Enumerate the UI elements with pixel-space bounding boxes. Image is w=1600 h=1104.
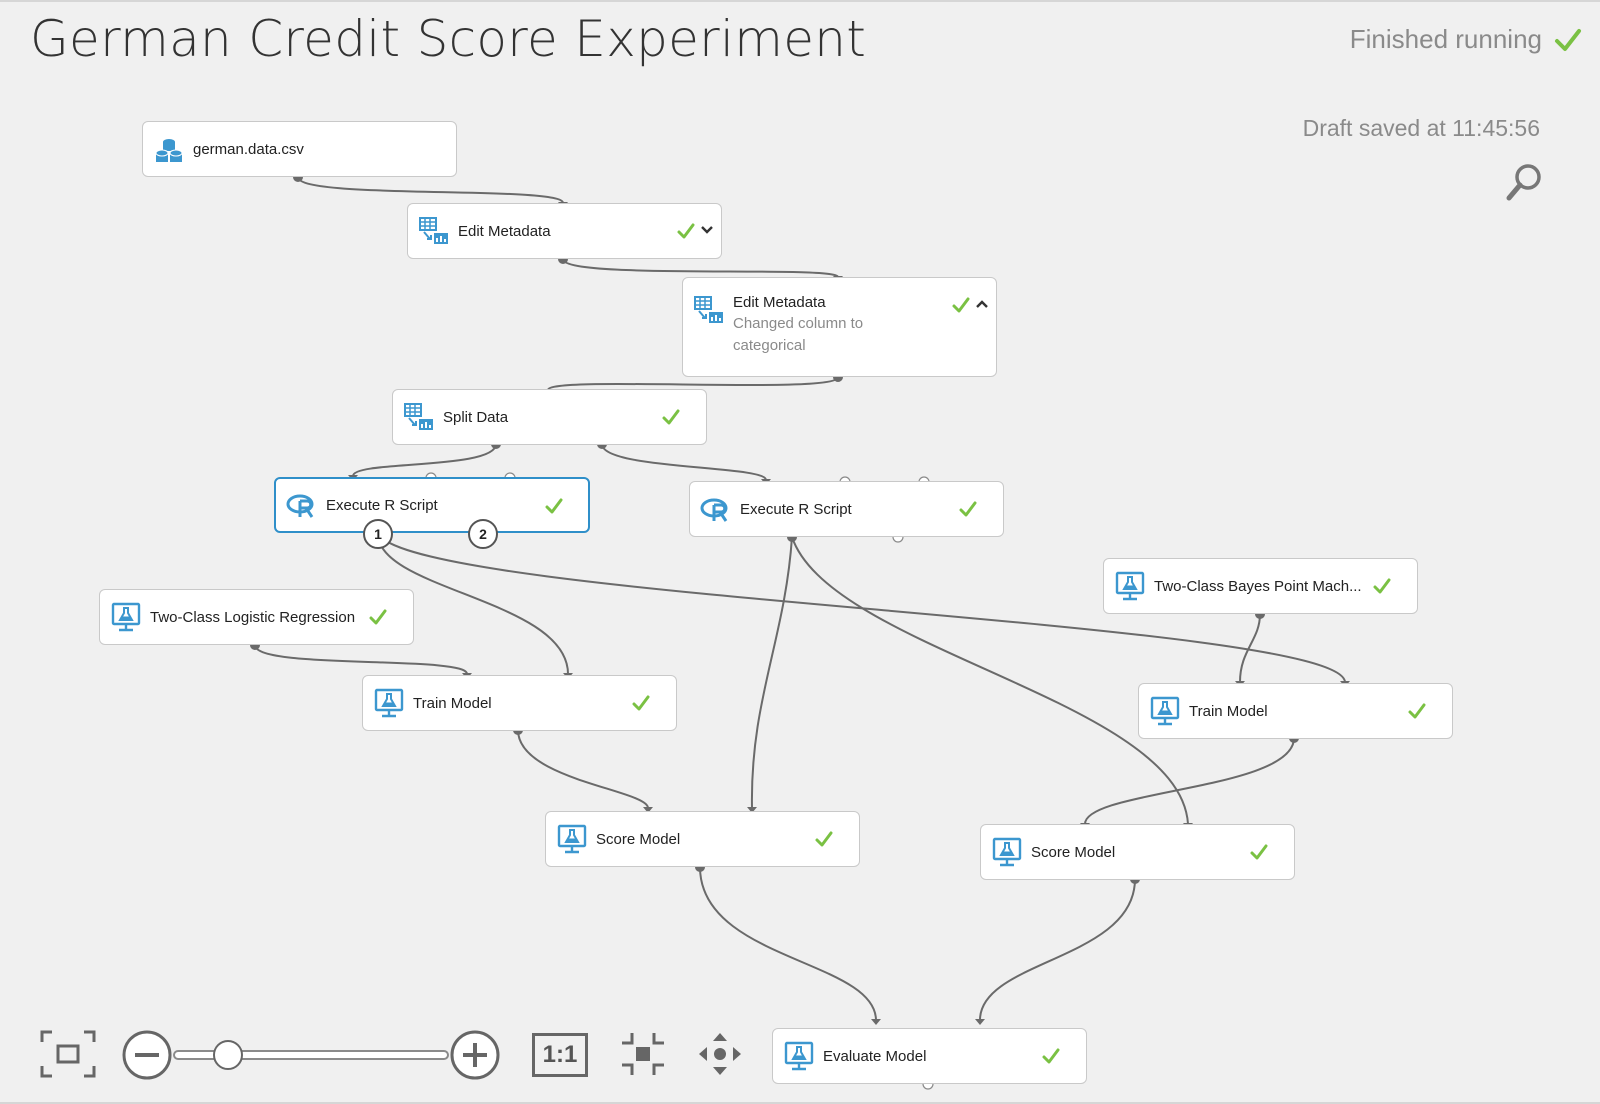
check-icon bbox=[1408, 703, 1426, 719]
node-label: Evaluate Model bbox=[823, 1047, 927, 1065]
fit-screen-icon[interactable] bbox=[40, 1030, 96, 1078]
node-two-class-logistic-regression[interactable]: Two-Class Logistic Regression bbox=[99, 589, 414, 645]
metadata-icon bbox=[418, 215, 450, 247]
node-label: Split Data bbox=[443, 408, 509, 426]
node-label: Two-Class Logistic Regression bbox=[150, 608, 356, 626]
node-label: Score Model bbox=[596, 830, 681, 848]
node-label: Edit Metadata bbox=[458, 222, 551, 240]
check-icon bbox=[632, 695, 650, 711]
node-label: Edit Metadata bbox=[733, 294, 826, 311]
node-two-class-bayes-point-machine[interactable]: Two-Class Bayes Point Mach... bbox=[1103, 558, 1418, 614]
r-icon bbox=[286, 489, 318, 521]
node-dataset[interactable]: german.data.csv bbox=[142, 121, 457, 177]
check-icon bbox=[1250, 844, 1268, 860]
dataset-icon bbox=[153, 133, 185, 165]
pan-icon[interactable] bbox=[697, 1031, 743, 1077]
node-label: german.data.csv bbox=[193, 140, 304, 158]
model-icon bbox=[373, 687, 405, 719]
chevron-up-icon[interactable] bbox=[975, 297, 989, 311]
metadata-icon bbox=[693, 294, 725, 326]
node-score-model-2[interactable]: Score Model bbox=[980, 824, 1295, 880]
model-icon bbox=[556, 823, 588, 855]
run-status-text: Finished running bbox=[1349, 24, 1542, 54]
check-icon bbox=[662, 409, 680, 425]
model-icon bbox=[991, 836, 1023, 868]
check-icon bbox=[815, 831, 833, 847]
node-score-model-1[interactable]: Score Model bbox=[545, 811, 860, 867]
node-label: Execute R Script bbox=[326, 496, 438, 514]
model-icon bbox=[1114, 570, 1146, 602]
node-label: Two-Class Bayes Point Mach... bbox=[1154, 577, 1362, 595]
zoom-control bbox=[121, 1029, 501, 1081]
zoom-out-icon[interactable] bbox=[121, 1029, 173, 1081]
model-icon bbox=[1149, 695, 1181, 727]
node-label: Train Model bbox=[1189, 702, 1268, 720]
output-port-2[interactable]: 2 bbox=[468, 519, 498, 549]
node-description: Changed column to categorical bbox=[733, 315, 864, 354]
check-icon bbox=[369, 609, 387, 625]
node-label: Score Model bbox=[1031, 843, 1116, 861]
node-label: Train Model bbox=[413, 694, 492, 712]
node-split-data[interactable]: Split Data bbox=[392, 389, 707, 445]
node-train-model-1[interactable]: Train Model bbox=[362, 675, 677, 731]
node-edit-metadata-2[interactable]: Edit Metadata Changed column to categori… bbox=[682, 277, 997, 377]
node-execute-r-script-2[interactable]: Execute R Script bbox=[689, 481, 1004, 537]
r-icon bbox=[700, 493, 732, 525]
node-evaluate-model[interactable]: Evaluate Model bbox=[772, 1028, 1087, 1084]
node-train-model-2[interactable]: Train Model bbox=[1138, 683, 1453, 739]
zoom-in-icon[interactable] bbox=[449, 1029, 501, 1081]
chevron-down-icon[interactable] bbox=[700, 223, 714, 237]
actual-size-button[interactable]: 1:1 bbox=[532, 1033, 588, 1077]
node-label: Execute R Script bbox=[740, 500, 852, 518]
center-icon[interactable] bbox=[620, 1031, 666, 1077]
draft-status: Draft saved at 11:45:56 bbox=[1302, 115, 1540, 141]
zoom-slider-thumb[interactable] bbox=[213, 1040, 244, 1070]
zoom-slider-track[interactable] bbox=[173, 1050, 449, 1060]
node-execute-r-script-1[interactable]: Execute R Script bbox=[274, 477, 590, 533]
check-icon bbox=[959, 501, 977, 517]
check-icon bbox=[1555, 28, 1581, 51]
metadata-icon bbox=[403, 401, 435, 433]
actual-size-label: 1:1 bbox=[542, 1041, 578, 1068]
node-edit-metadata-1[interactable]: Edit Metadata bbox=[407, 203, 722, 259]
check-icon bbox=[952, 297, 970, 313]
check-icon bbox=[1373, 578, 1391, 594]
search-icon[interactable] bbox=[1505, 162, 1545, 202]
output-port-1[interactable]: 1 bbox=[363, 519, 393, 549]
model-icon bbox=[110, 601, 142, 633]
page-title: German Credit Score Experiment bbox=[30, 10, 867, 68]
run-status: Finished running bbox=[1350, 24, 1582, 55]
model-icon bbox=[783, 1040, 815, 1072]
check-icon bbox=[545, 498, 563, 514]
check-icon bbox=[677, 223, 695, 239]
check-icon bbox=[1042, 1048, 1060, 1064]
